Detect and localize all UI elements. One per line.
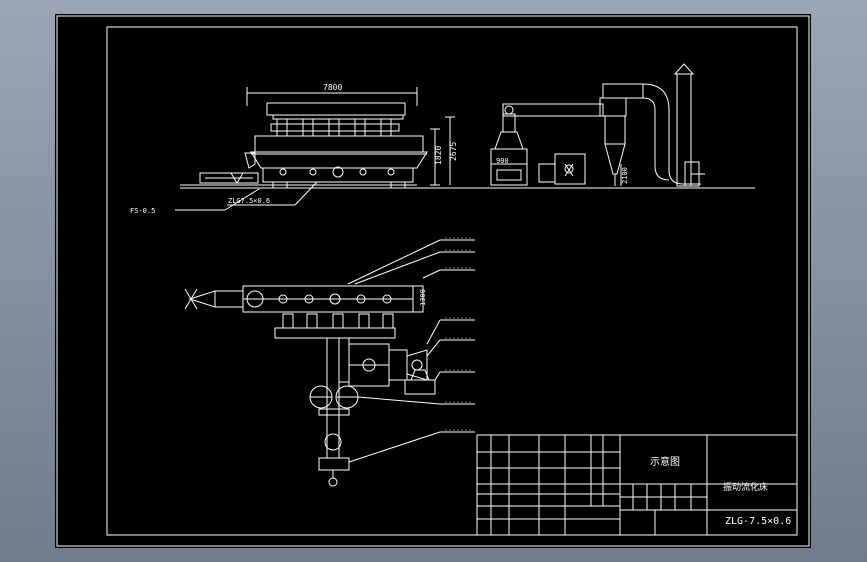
dim-total-height: 2675 — [449, 142, 458, 161]
inner-border — [106, 26, 798, 536]
dim-cyclone-height: 2100 — [621, 167, 629, 184]
model-number: ZLG-7.5×0.6 — [725, 516, 791, 527]
drawing-sheet: 7800 — [55, 14, 811, 548]
title-block: 示意图 振动流化床 ZLG-7.5×0.6 — [476, 434, 798, 536]
dim-plan-width: 1300 — [419, 289, 427, 306]
label-feeder: FS-0.5 — [130, 207, 155, 215]
plan-view: 1300 — [184, 237, 475, 487]
dim-overall-length: 7800 — [323, 83, 342, 92]
dim-bed-height: 1820 — [434, 146, 443, 165]
drawing-name: 示意图 — [650, 455, 680, 468]
elevation-bed: 7800 — [130, 83, 755, 215]
drawing-canvas: 7800 — [56, 15, 810, 547]
outer-border — [56, 15, 810, 547]
elevation-air-system: 900 2100 — [490, 63, 705, 187]
label-bed-model: ZLG7.5×0.6 — [228, 197, 270, 205]
product-name: 振动流化床 — [723, 481, 768, 493]
dim-pipe-dia: 900 — [496, 157, 509, 165]
